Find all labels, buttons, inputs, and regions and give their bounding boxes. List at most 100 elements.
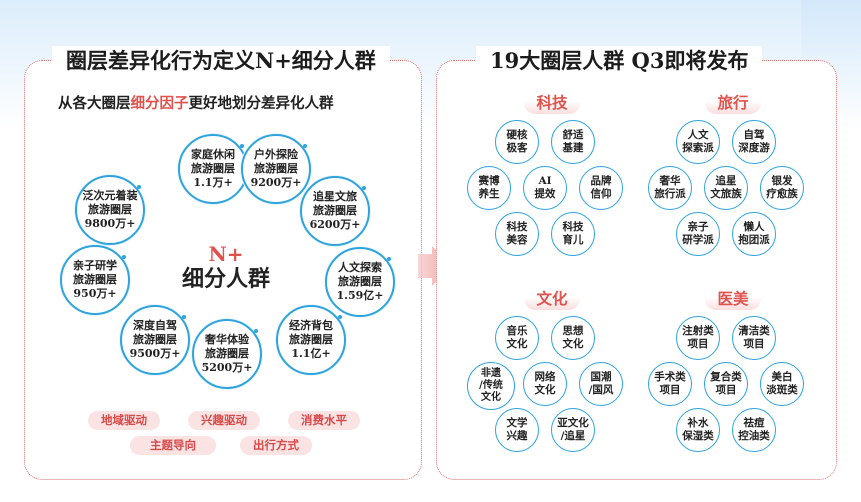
category-item: 文学兴趣 — [495, 408, 539, 452]
category-item-line: 舒适 — [562, 129, 584, 141]
category-item: 懒人抱团派 — [732, 212, 776, 256]
segment-l3: 1.1亿+ — [291, 347, 331, 360]
ring-dot-icon — [338, 315, 342, 319]
category-item-line: 亚文化 — [557, 417, 589, 429]
category-item-line: 国潮 — [590, 371, 612, 383]
segment-l2: 旅游圈层 — [313, 204, 357, 217]
category-item: 注射类项目 — [676, 316, 720, 360]
ring-dot-icon — [240, 144, 244, 148]
category-item: 品牌信仰 — [579, 166, 623, 210]
category-item-line: 极客 — [506, 142, 528, 154]
category-item: 补水保湿类 — [676, 408, 720, 452]
category-item-line: 文学 — [506, 417, 528, 429]
left-panel-title: 圈层差异化行为定义N+细分人群 — [52, 46, 390, 76]
center-label: N+ 细分人群 — [166, 218, 286, 318]
category-item-line: 淡斑类 — [766, 384, 798, 396]
category-item-line: 项目 — [715, 384, 737, 396]
ring-dot-icon — [182, 315, 186, 319]
category-item-line: 银发 — [771, 175, 793, 187]
category-item-line: /传统 — [479, 380, 503, 391]
category-item-line: 美白 — [771, 371, 793, 383]
category-item: 美白淡斑类 — [760, 362, 804, 406]
category-item-line: 自驾 — [743, 129, 765, 141]
category-item-line: 奢华 — [659, 175, 681, 187]
category-item: 思想文化 — [551, 316, 595, 360]
center-label-bottom: 细分人群 — [181, 266, 270, 292]
category-item-line: 注射类 — [682, 325, 714, 337]
category-title: 科技 — [524, 92, 580, 114]
ring-dot-icon — [303, 144, 307, 148]
category-item-line: 提效 — [534, 188, 556, 200]
segment-l1: 户外探险 — [254, 148, 298, 161]
segment-l1: 亲子研学 — [73, 259, 117, 272]
left-panel-subtitle: 从各大圈层细分因子更好地划分差异化人群 — [58, 92, 334, 113]
category-item-line: 硬核 — [506, 129, 528, 141]
segment-l2: 旅游圈层 — [254, 162, 298, 175]
category-item-line: 手术类 — [654, 371, 686, 383]
category-title: 旅行 — [705, 92, 761, 114]
segment-l3: 950万+ — [73, 287, 117, 300]
segment-l2: 旅游圈层 — [338, 275, 382, 288]
category-item-line: 美容 — [506, 234, 528, 246]
category-title: 文化 — [524, 288, 580, 310]
segment-l1: 泛次元着装 — [82, 189, 138, 202]
right-panel — [436, 60, 837, 480]
ring-dot-icon — [362, 186, 366, 190]
category-item-line: 网络 — [534, 371, 556, 383]
category-item: 亚文化/追星 — [551, 408, 595, 452]
category-item-line: 思想 — [562, 325, 584, 337]
category-item: 手术类项目 — [648, 362, 692, 406]
segment-l2: 旅游圈层 — [88, 203, 132, 216]
ring-dot-icon — [137, 185, 141, 189]
category-item-line: 旅行派 — [654, 188, 686, 200]
category-item-line: 品牌 — [590, 175, 612, 187]
category-item-line: 控油类 — [738, 430, 770, 442]
category-item: 非遗/传统文化 — [467, 362, 515, 410]
category-item: 亲子研学派 — [676, 212, 720, 256]
category-item-line: 复合类 — [710, 371, 742, 383]
category-item: 国潮/国风 — [579, 362, 623, 406]
segment-l2: 旅游圈层 — [289, 333, 333, 346]
category-item: 音乐文化 — [495, 316, 539, 360]
category-item-line: 兴趣 — [506, 430, 528, 442]
segment-l3: 5200万+ — [201, 361, 253, 374]
category-item-line: 探索派 — [682, 142, 714, 154]
subtitle-highlight: 细分因子 — [130, 95, 189, 112]
segment-l1: 奢华体验 — [205, 333, 249, 346]
segment-l3: 9800万+ — [84, 217, 136, 230]
segment-l1: 人文探索 — [338, 261, 382, 274]
segment-l2: 旅游圈层 — [73, 273, 117, 286]
segment-l1: 深度自驾 — [133, 319, 177, 332]
ring-dot-icon — [387, 257, 391, 261]
category-item-line: 祛痘 — [743, 417, 765, 429]
category-item-line: 项目 — [659, 384, 681, 396]
category-item-line: /国风 — [588, 384, 614, 396]
segment-l1: 追星文旅 — [313, 190, 357, 203]
category-item: 清洁类项目 — [732, 316, 776, 360]
segment-l1: 家庭休闲 — [191, 148, 235, 161]
category-item-line: 项目 — [687, 338, 709, 350]
segment-l2: 旅游圈层 — [205, 347, 249, 360]
segment-l3: 9500万+ — [129, 347, 181, 360]
category-item-line: 基建 — [562, 142, 584, 154]
segment-l1: 经济背包 — [289, 319, 333, 332]
category-item: 祛痘控油类 — [732, 408, 776, 452]
driver-pill: 出行方式 — [240, 436, 312, 455]
ring-dot-icon — [122, 255, 126, 259]
driver-pill: 兴趣驱动 — [188, 411, 260, 430]
category-item-line: 文化 — [534, 384, 556, 396]
category-item-line: 清洁类 — [738, 325, 770, 337]
category-item-line: AI — [538, 175, 552, 187]
category-item: 赛博养生 — [467, 166, 511, 210]
segment-l3: 9200万+ — [250, 176, 302, 189]
segment-l3: 1.1万+ — [193, 176, 233, 189]
category-item-line: 科技 — [562, 221, 584, 233]
